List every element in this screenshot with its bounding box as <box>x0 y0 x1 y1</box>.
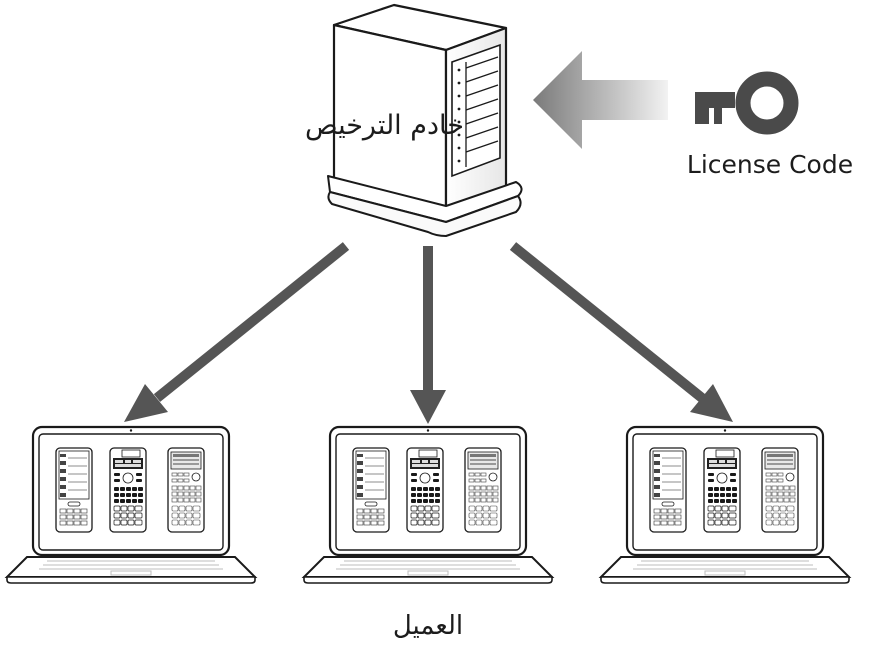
server-label: خادم الترخيص <box>305 110 464 141</box>
client-label: العميل <box>393 611 463 641</box>
distribution-arrows <box>124 242 733 424</box>
arrow-to-client-left <box>124 242 350 422</box>
client-laptop-3 <box>601 427 849 583</box>
license-code-label: License Code <box>687 150 853 179</box>
license-input-arrow <box>533 51 668 149</box>
laptop-icon <box>304 427 552 583</box>
arrow-to-client-right <box>509 242 733 422</box>
server-tower-icon <box>327 3 523 237</box>
client-laptop-2 <box>304 427 552 583</box>
arrow-to-client-middle <box>410 246 446 424</box>
key-icon <box>695 71 799 135</box>
laptop-icon <box>7 427 255 583</box>
laptop-icon <box>601 427 849 583</box>
client-laptop-1 <box>7 427 255 583</box>
